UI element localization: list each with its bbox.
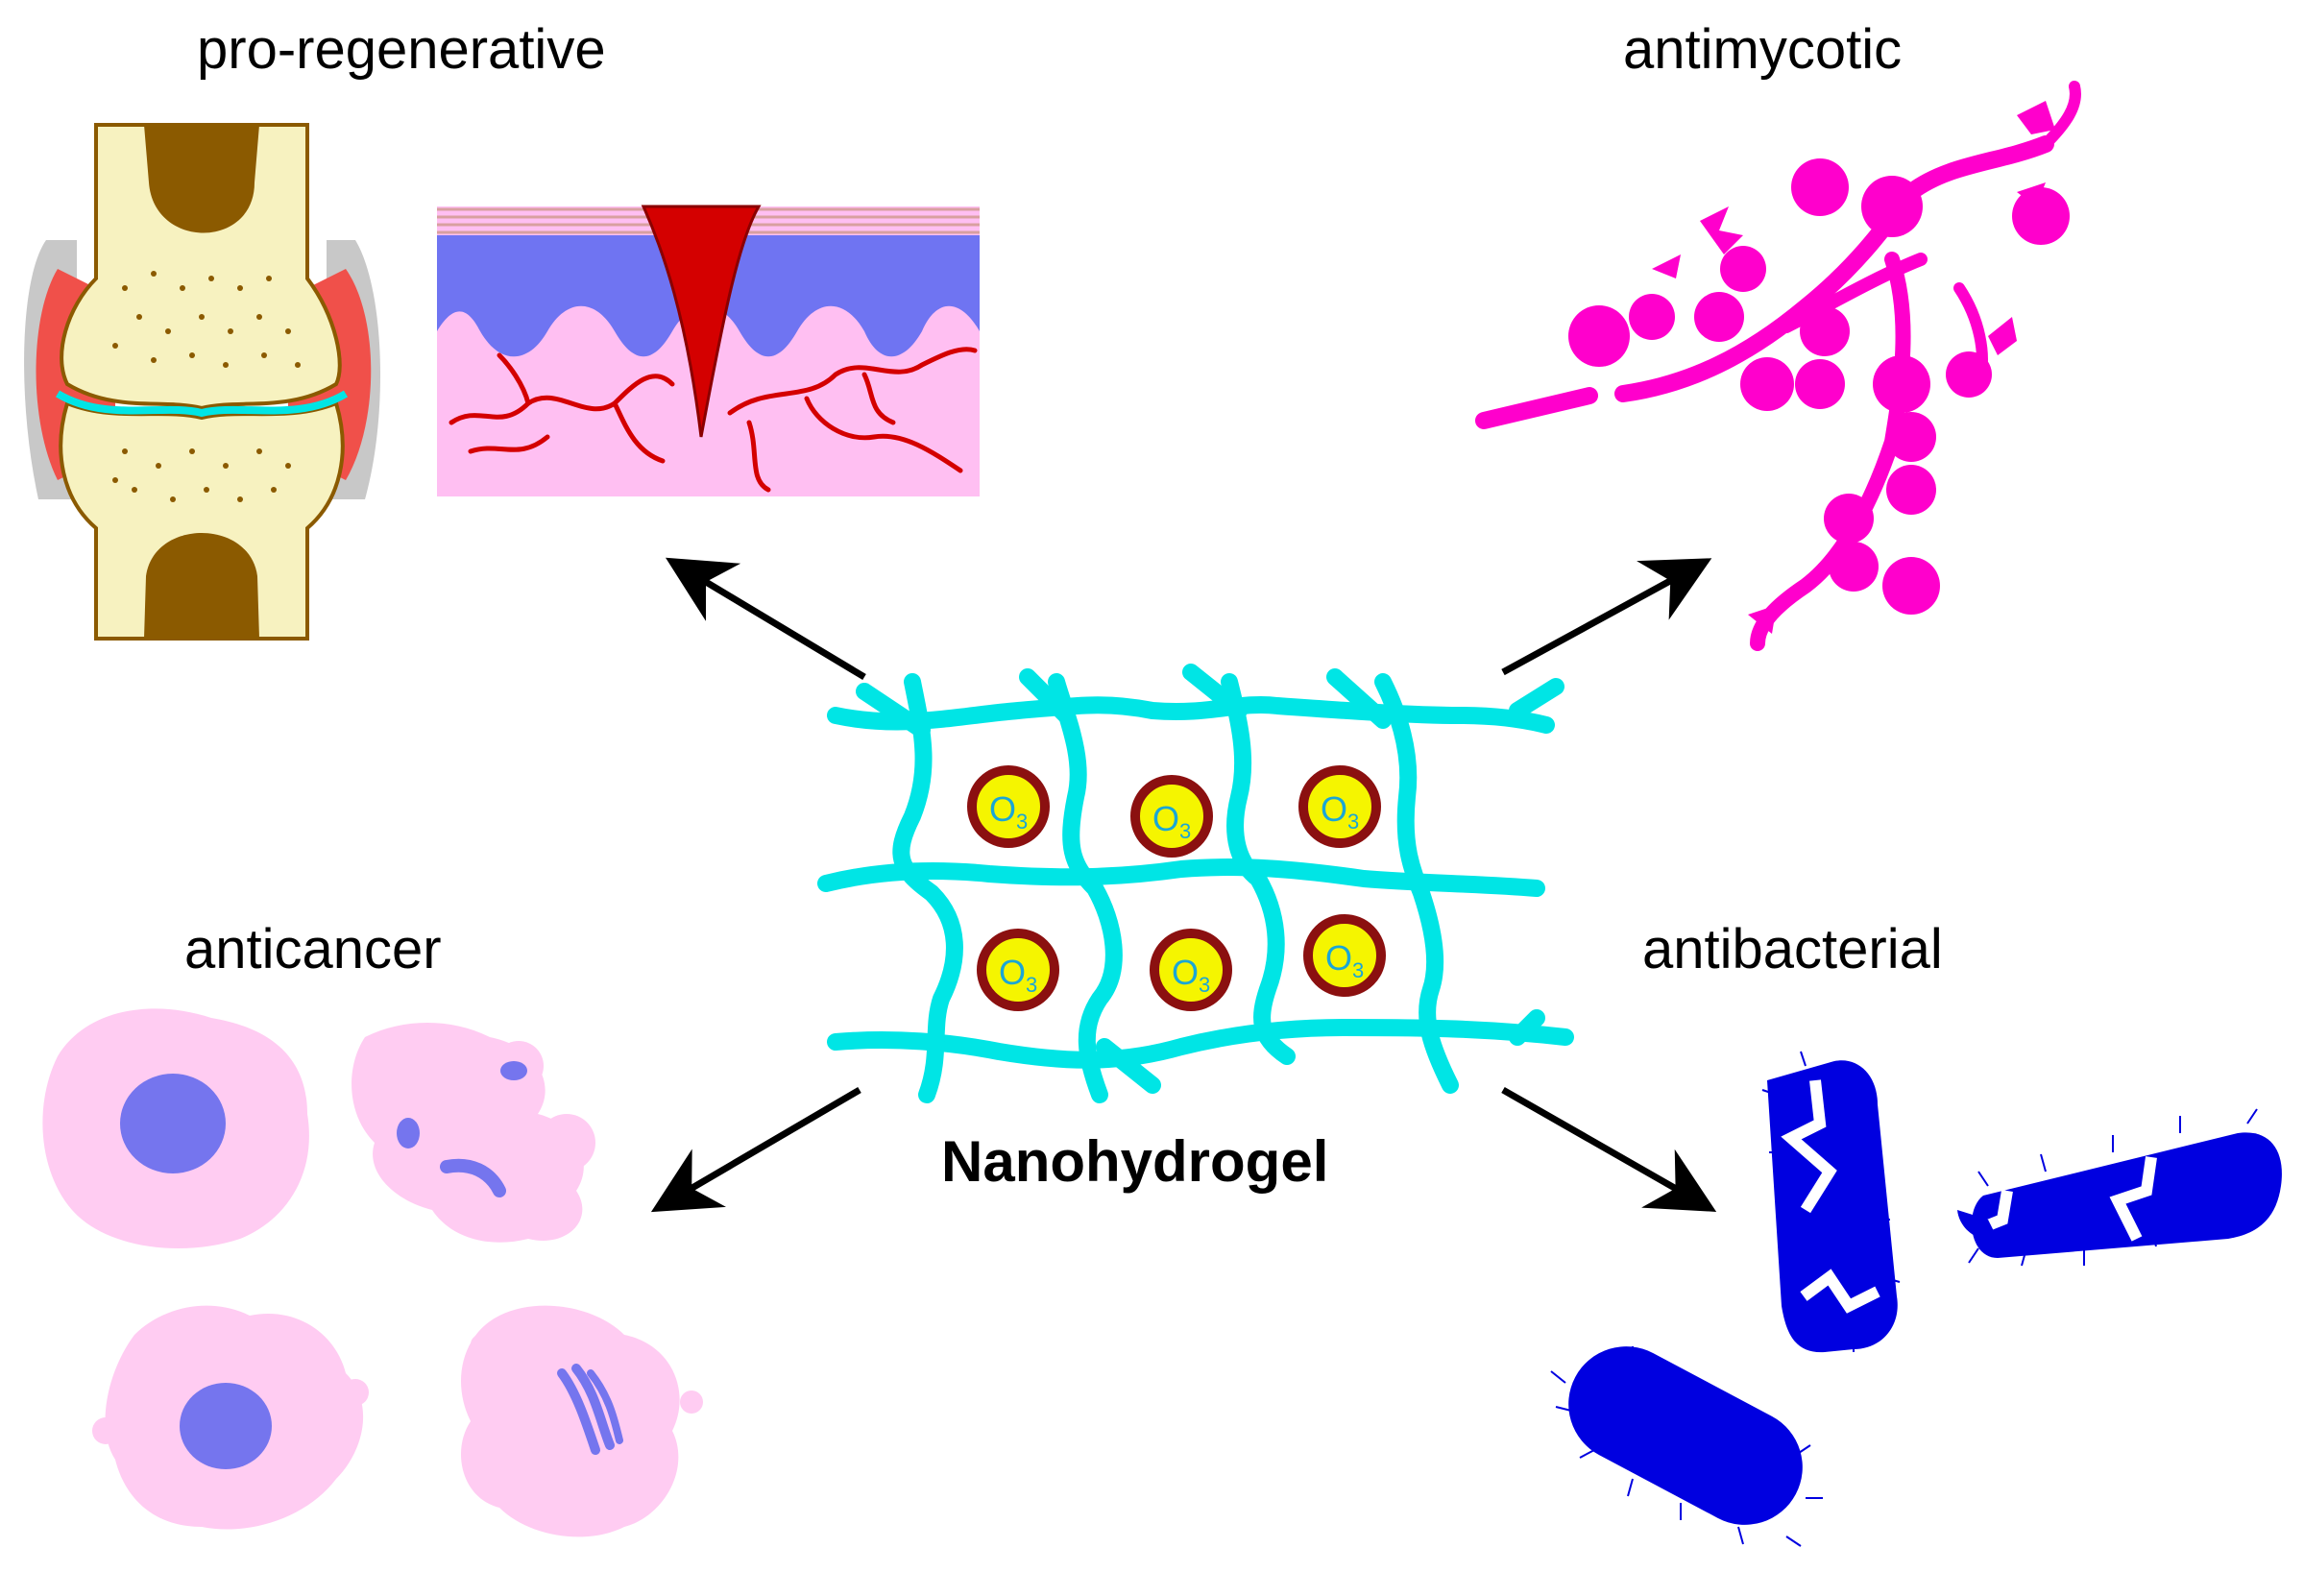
cancer-cells-illustration xyxy=(42,1008,703,1537)
ozone-label: O3 xyxy=(1172,953,1210,997)
ozone-label: O3 xyxy=(1325,938,1364,982)
label-nanohydrogel: Nanohydrogel xyxy=(941,1129,1329,1194)
ozone-particle xyxy=(1150,929,1232,1011)
ozone-labels: O3 O3 O3 O3 O3 O3 xyxy=(989,789,1364,997)
arrow-to-antimycotic xyxy=(1501,558,1712,676)
bacteria-illustration xyxy=(1550,1051,2282,1547)
ozone-particle xyxy=(1303,914,1386,997)
ozone-particle xyxy=(1130,775,1213,858)
joint-illustration xyxy=(24,123,381,641)
label-anticancer: anticancer xyxy=(184,918,442,980)
arrow-to-anticancer xyxy=(650,1086,861,1213)
arrow-to-antibacterial xyxy=(1501,1086,1717,1212)
skin-wound-illustration xyxy=(437,205,980,496)
ozone-particles xyxy=(967,765,1386,1011)
arrows xyxy=(650,557,1717,1213)
ozone-label: O3 xyxy=(1321,789,1359,834)
ozone-particle xyxy=(967,765,1050,848)
ozone-label: O3 xyxy=(1152,799,1191,843)
label-antimycotic: antimycotic xyxy=(1623,18,1903,81)
ozone-label: O3 xyxy=(999,953,1037,997)
label-pro-regenerative: pro-regenerative xyxy=(197,18,606,81)
ozone-particle xyxy=(1298,765,1381,848)
label-antibacterial: antibacterial xyxy=(1642,918,1943,980)
arrow-to-pro-regenerative xyxy=(665,557,866,681)
ozone-particle xyxy=(977,929,1059,1011)
fungus-illustration xyxy=(1475,81,2081,651)
nanohydrogel-network xyxy=(817,664,1574,1103)
ozone-label: O3 xyxy=(989,789,1028,834)
